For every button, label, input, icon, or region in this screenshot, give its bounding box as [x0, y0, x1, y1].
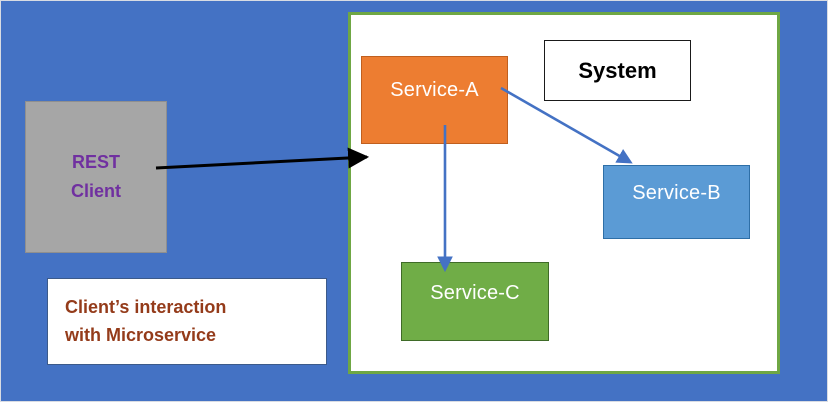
caption-box: Client’s interaction with Microservice — [47, 278, 327, 365]
service-c-node[interactable]: Service-C — [401, 262, 549, 341]
service-a-label: Service-A — [390, 79, 479, 101]
service-c-label: Service-C — [430, 282, 520, 304]
caption-line2: with Microservice — [65, 324, 217, 345]
rest-client-label-line2: Client — [70, 181, 121, 201]
service-b-label: Service-B — [632, 182, 721, 204]
caption-line1: Client’s interaction — [65, 296, 227, 317]
rest-client-label-line1: REST — [71, 152, 120, 173]
system-title-label: System — [544, 40, 691, 101]
rest-client-node[interactable]: REST Client — [25, 101, 167, 253]
service-b-node[interactable]: Service-B — [603, 165, 750, 239]
system-title-text: System — [578, 57, 657, 83]
connector-client-to-system — [155, 147, 370, 170]
service-a-node[interactable]: Service-A — [361, 56, 508, 144]
